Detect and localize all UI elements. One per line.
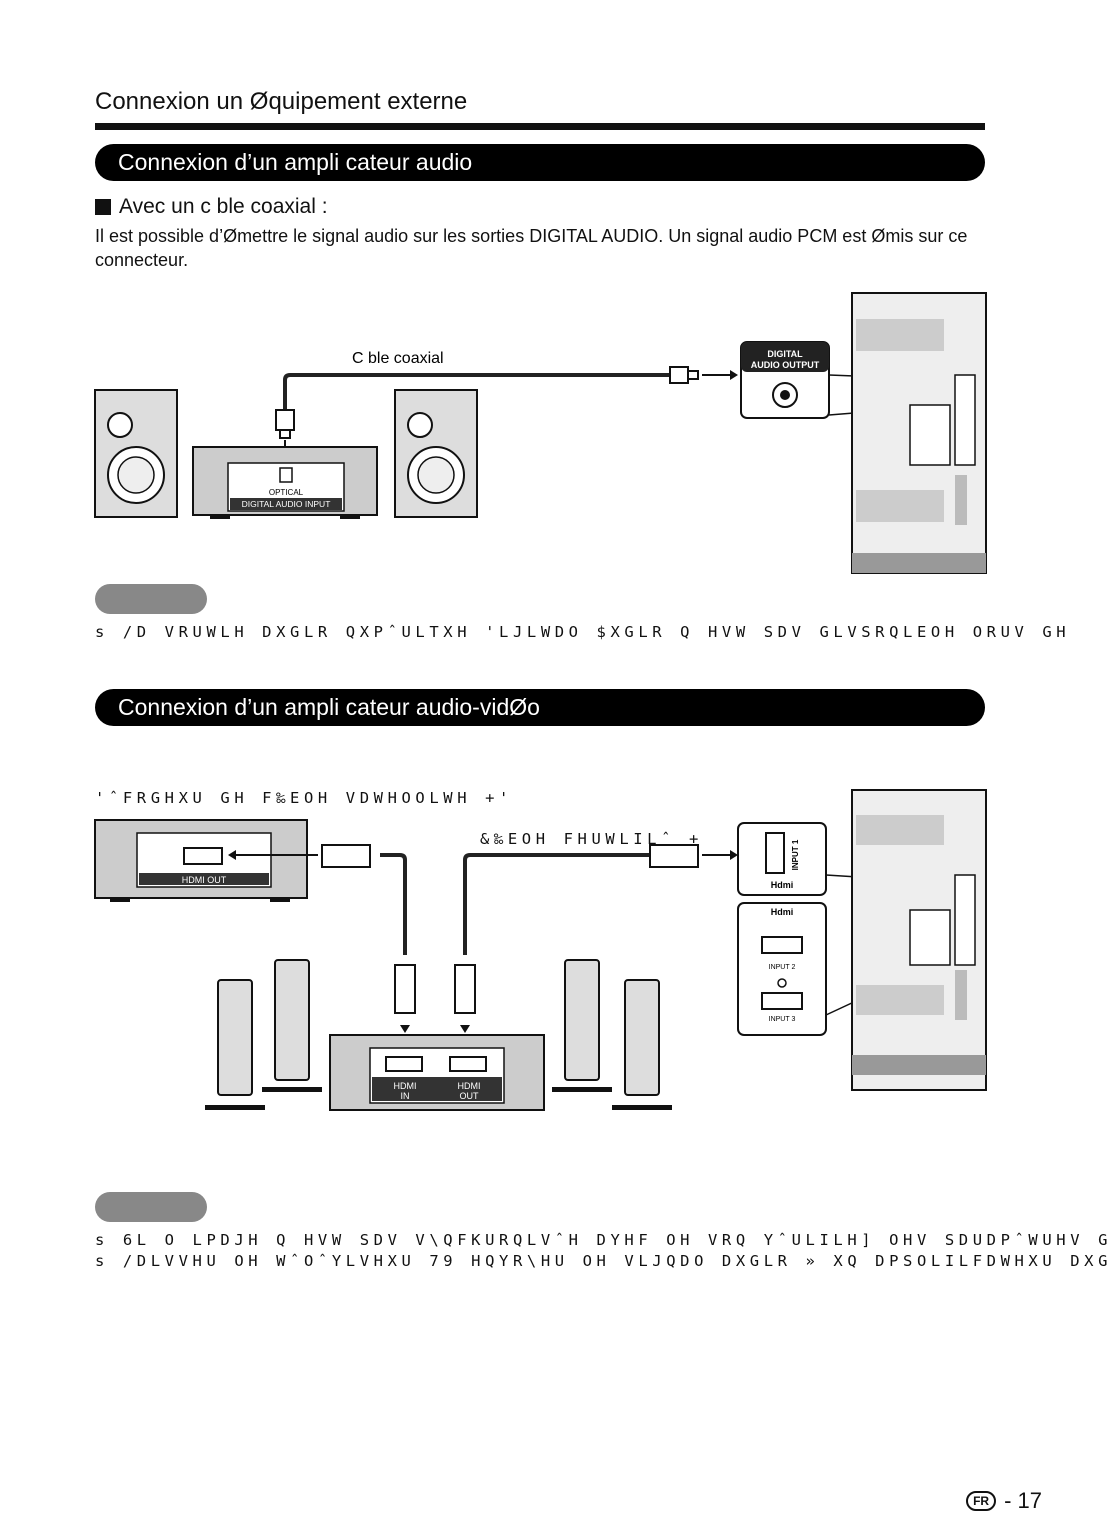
svg-text:DIGITAL AUDIO INPUT: DIGITAL AUDIO INPUT [242, 499, 331, 509]
coaxial-cable [283, 373, 670, 415]
svg-text:INPUT 2: INPUT 2 [769, 964, 796, 971]
note-text-1: s 6L O LPDJH Q HVW SDV V\QFKURQLVˆH DYHF… [95, 1231, 1112, 1249]
section-title-av-amp: Connexion d’un ampli cateur audio-vidØo [95, 689, 985, 726]
satellite-decoder: HDMI OUT [94, 819, 308, 902]
tv-rear-panel [851, 292, 987, 574]
page-title: Connexion un Øquipement externe [95, 88, 468, 115]
bullet-square-icon [95, 199, 111, 215]
svg-text:HDMI OUT: HDMI OUT [182, 875, 227, 885]
note-label-pill-2 [95, 1192, 207, 1222]
hdmi-port-icon [183, 847, 223, 865]
svg-text:HDMI: HDMI [394, 1081, 417, 1091]
note-text-2: s /DLVVHU OH WˆOˆYLVHXU 79 HQYR\HU OH VL… [95, 1252, 1112, 1270]
cable-plug-right [669, 366, 689, 384]
svg-text:OUT: OUT [460, 1091, 480, 1101]
svg-text:OPTICAL: OPTICAL [269, 488, 304, 497]
tv-hdmi-input1-callout: INPUT 1 Hdmi [737, 822, 827, 896]
subheading-coaxial: Avec un c ble coaxial : [95, 195, 328, 219]
av-amplifier: HDMI IN HDMI OUT [329, 1034, 545, 1111]
subheading-text: Avec un c ble coaxial : [119, 195, 328, 218]
section-title-audio-amp: Connexion d’un ampli cateur audio [95, 144, 985, 181]
surround-speakers [205, 959, 672, 1110]
svg-text:AUDIO OUTPUT: AUDIO OUTPUT [751, 360, 820, 370]
hdmi-cable-left [380, 853, 407, 955]
hdmi-cable-right [463, 853, 650, 955]
tv-digital-audio-callout: DIGITAL AUDIO OUTPUT [740, 341, 956, 419]
title-rule [95, 123, 985, 130]
tv-hdmi-input23-callout: Hdmi INPUT 2 INPUT 3 [737, 874, 956, 1036]
svg-text:INPUT 1: INPUT 1 [791, 839, 800, 870]
arrow-left-icon [228, 850, 236, 860]
hdmi-cable-label: &‰EOH FHUWLILˆ + [480, 830, 703, 848]
speaker-left [94, 389, 178, 518]
note-text: s /D VRUWLH DXGLR QXPˆULTXH 'LJLWDO $XGL… [95, 623, 1071, 641]
diagram-av-amp: HDMI OUT HDMI IN HDMI OUT INPUT 1 [94, 789, 987, 1111]
svg-text:DIGITAL: DIGITAL [767, 349, 803, 359]
arrow-right-icon [730, 850, 738, 860]
cable-label: C ble coaxial [352, 350, 444, 367]
hdmi-plug-left [321, 844, 371, 868]
hdmi-plug-down-right [454, 964, 476, 1014]
language-badge: FR [966, 1491, 997, 1511]
svg-text:INPUT 3: INPUT 3 [769, 1016, 796, 1023]
hdmi-plug-down-left [394, 964, 416, 1014]
page-number: FR - 17 [966, 1488, 1042, 1514]
note-label-pill [95, 584, 207, 614]
svg-text:Hdmi: Hdmi [771, 907, 794, 917]
svg-text:HDMI: HDMI [458, 1081, 481, 1091]
svg-text:Hdmi: Hdmi [771, 880, 794, 890]
diagram-audio-amp: C ble coaxial OPTICAL DIGITAL AUDIO INPU… [94, 292, 987, 574]
svg-text:IN: IN [401, 1091, 410, 1101]
speaker-right [394, 389, 478, 518]
audio-amplifier: OPTICAL DIGITAL AUDIO INPUT [192, 446, 378, 519]
page-number-text: - 17 [1004, 1488, 1042, 1513]
hdmi-plug-right [649, 844, 699, 868]
tv-rear-panel-2 [851, 789, 987, 1091]
intro-paragraph: Il est possible d’Ømettre le signal audi… [95, 226, 968, 270]
optical-port-icon [279, 467, 293, 483]
decoder-label: 'ˆFRGHXU GH F‰EOH VDWHOOLWH +' [95, 789, 513, 807]
cable-plug-down [275, 409, 295, 431]
